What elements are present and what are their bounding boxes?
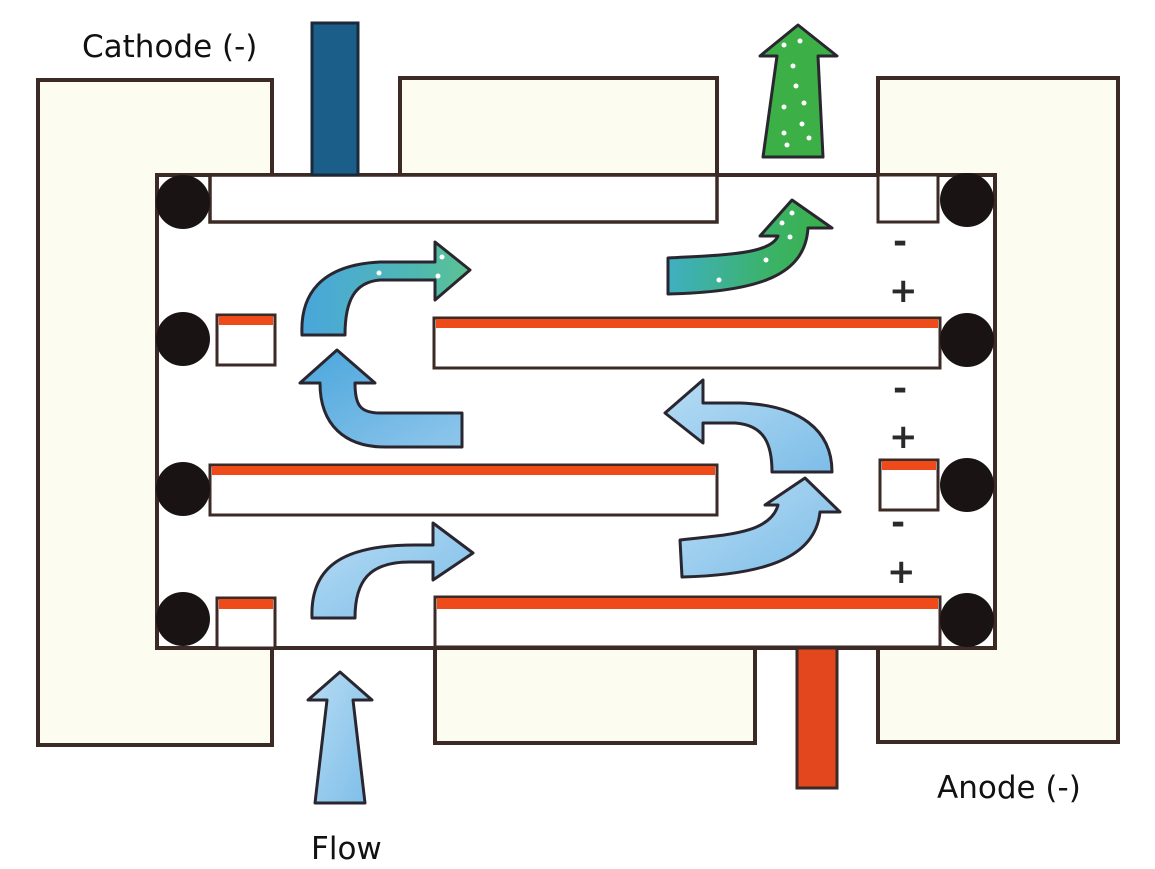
flow-inlet-arrow-icon bbox=[306, 670, 374, 805]
seal bbox=[156, 462, 210, 516]
seals bbox=[156, 173, 994, 647]
cathode-label: Cathode (-) bbox=[82, 29, 257, 65]
seal bbox=[940, 593, 994, 647]
sign-plus: + bbox=[887, 552, 916, 592]
membrane-upper bbox=[432, 316, 942, 370]
flow-left-up-arrow-icon bbox=[298, 348, 464, 449]
top-middle-frame-block bbox=[398, 76, 719, 177]
membrane-upper-left-spacer bbox=[215, 313, 277, 367]
cathode-electrode bbox=[310, 21, 360, 177]
bubbles bbox=[781, 38, 812, 148]
seal bbox=[940, 458, 994, 512]
sign-minus: - bbox=[893, 222, 907, 262]
seal bbox=[940, 173, 994, 227]
bubbles bbox=[716, 210, 795, 283]
sign-minus: - bbox=[893, 369, 907, 409]
anode-electrode bbox=[795, 646, 839, 790]
sign-minus: - bbox=[891, 503, 905, 543]
top-right-spacer bbox=[876, 173, 940, 224]
membrane-middle-right-spacer bbox=[878, 458, 940, 512]
product-outlet-arrow-icon bbox=[758, 23, 839, 159]
cathode-plate bbox=[208, 173, 719, 224]
flow-upper-right-arrow-icon bbox=[300, 240, 472, 337]
anode-label: Anode (-) bbox=[937, 770, 1081, 806]
membrane-lower-left-spacer bbox=[215, 596, 277, 650]
seal bbox=[156, 312, 210, 366]
seal bbox=[156, 175, 210, 229]
sign-plus: + bbox=[889, 417, 918, 457]
flow-lower-right-arrow-icon bbox=[310, 521, 475, 620]
flow-right-up-arrow-icon bbox=[678, 476, 842, 579]
bubbles bbox=[376, 254, 445, 279]
charge-signs: - + - + - + bbox=[887, 222, 918, 592]
membrane-lower bbox=[433, 595, 942, 649]
bottom-middle-frame-block bbox=[433, 646, 757, 745]
inner-chamber bbox=[155, 173, 997, 650]
sign-plus: + bbox=[889, 271, 918, 311]
product-curve-arrow-icon bbox=[666, 198, 834, 296]
flow-middle-left-arrow-icon bbox=[663, 378, 834, 474]
seal bbox=[940, 313, 994, 367]
flow-label: Flow bbox=[311, 831, 382, 867]
membrane-middle bbox=[208, 463, 719, 517]
seal bbox=[156, 592, 210, 646]
